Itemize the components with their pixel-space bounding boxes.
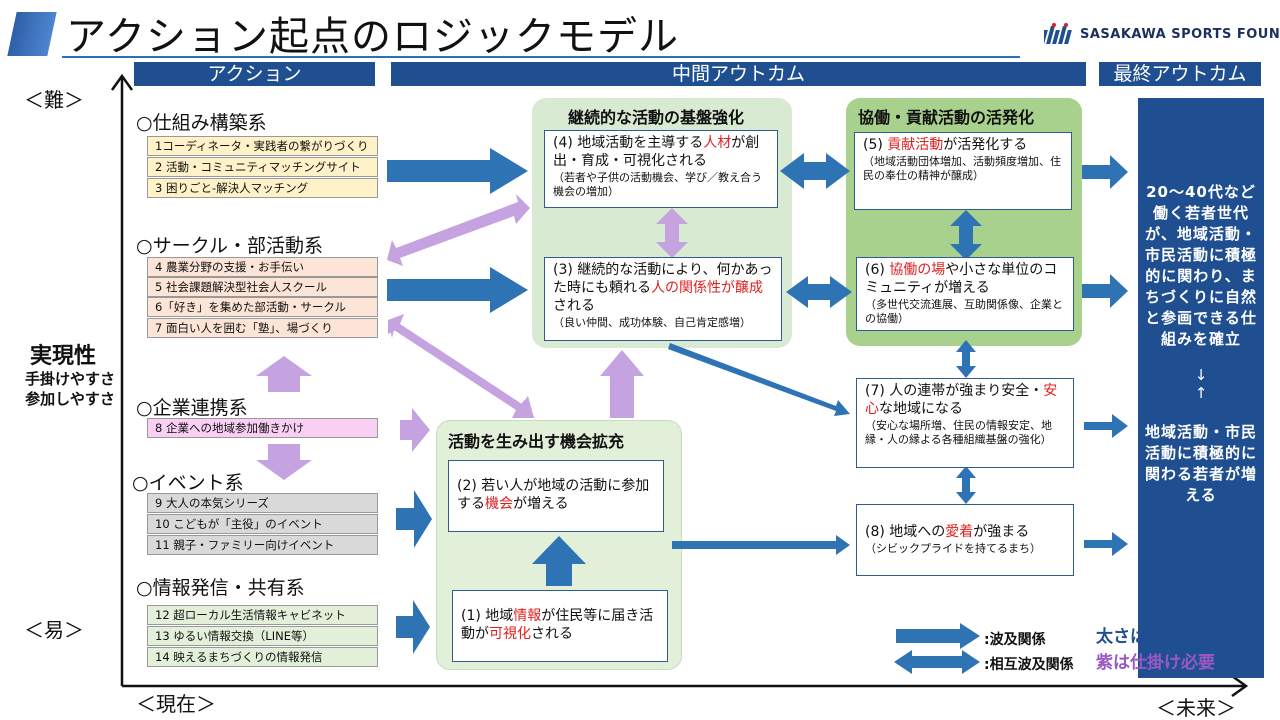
action-item-5: 5 社会課題解決型社会人スクール [147, 277, 378, 297]
arrow-b3-to-b7 [668, 343, 850, 416]
arrow-cat4-to-b2 [396, 490, 432, 548]
arrow-purple-cat-b3-mutual [388, 320, 534, 418]
axis-label-feasibility: 実現性 [30, 344, 97, 369]
legend-arrow-mutual [894, 650, 980, 674]
axis-label-feasibility-sub1: 手掛けやすさ [24, 370, 115, 388]
group-title-collaboration: 協働・貢献活動の活発化 [858, 108, 1035, 127]
action-item-6: 6「好き」を集めた部活動・サークル [147, 297, 378, 317]
y-axis-arrowhead [110, 73, 134, 91]
arrow-b5-b6-mutual [950, 210, 982, 260]
x-axis-arrowhead [1231, 674, 1249, 698]
arrow-b4-b5-mutual [780, 153, 850, 189]
final-outcome-goal: 20～40代など働く若者世代が、地域活動・市民活動に積極的に関わり、まちづくりに… [1144, 183, 1257, 348]
page-title: アクション起点のロジックモデル [66, 14, 679, 60]
category-heading-corporate: ○企業連携系 [136, 397, 248, 419]
action-item-10: 10 こどもが「主役」のイベント [147, 514, 378, 534]
action-item-9: 9 大人の本気シリーズ [147, 493, 378, 513]
legend-arrow-ripple [896, 623, 980, 649]
category-heading-event: ○イベント系 [132, 472, 244, 494]
final-outcome-arrows: ↓ ↑ [1194, 366, 1232, 402]
group-title-opportunity: 活動を生み出す機会拡充 [448, 432, 625, 451]
arrow-cat5-to-b1 [396, 600, 430, 654]
action-item-4: 4 農業分野の支援・お手伝い [147, 257, 378, 277]
arrow-b7-to-final [1084, 414, 1128, 438]
action-item-1: 1コーディネータ・実践者の繋がりづくり [147, 136, 378, 156]
action-item-8: 8 企業への地域参加働きかけ [147, 418, 378, 438]
arrow-purple-b4-cat2-mutual [387, 194, 530, 266]
action-item-14: 14 映えるまちづくりの情報発信 [147, 647, 378, 667]
arrow-b5-to-final [1082, 155, 1128, 189]
legend-note-purple: 紫は仕掛け必要 [1096, 653, 1215, 673]
action-item-11: 11 親子・ファミリー向けイベント [147, 535, 378, 555]
legend-label-mutual: :相互波及関係 [984, 657, 1074, 673]
arrow-b8-to-final [1084, 532, 1128, 556]
arrow-cat2-to-b3 [387, 267, 528, 313]
action-item-2: 2 活動・コミュニティマッチングサイト [147, 157, 378, 177]
legend-note-thickness: 太さは強弱を表す [1096, 627, 1232, 647]
arrow-purple-b4-b3-mutual [656, 208, 688, 258]
category-heading-circle: ○サークル・部活動系 [136, 235, 324, 257]
legend-label-ripple: :波及関係 [984, 632, 1046, 648]
outcome-box-4: (4) 地域活動を主導する人材が創出・育成・可視化される （若者や子供の活動機会… [544, 130, 778, 208]
final-outcome-box: 20～40代など働く若者世代が、地域活動・市民活動に積極的に関わり、まちづくりに… [1138, 98, 1264, 678]
action-item-7: 7 面白い人を囲む「塾」、場づくり [147, 318, 378, 338]
axis-label-easy: ＜易＞ [24, 618, 84, 642]
arrow-purple-cat3-to-cat4 [256, 444, 312, 480]
outcome-box-2: (2) 若い人が地域の活動に参加する機会が増える [448, 460, 664, 532]
action-item-3: 3 困りごと-解決人マッチング [147, 178, 378, 198]
outcome-box-7: (7) 人の連帯が強まり安全・安心な地域になる （安心な場所増、住民の情報安定、… [856, 378, 1074, 468]
arrow-b7-b8-mutual [956, 466, 976, 504]
arrow-purple-b2-b3 [600, 350, 644, 418]
axis-label-future: ＜未来＞ [1156, 696, 1236, 720]
outcome-box-3: (3) 継続的な活動により、何かあった時にも頼れる人の関係性が醸成される （良い… [544, 257, 782, 341]
column-header-intermediate: 中間アウトカム [391, 62, 1086, 86]
arrow-purple-cat3-to-b2 [400, 408, 430, 452]
arrow-b2-to-b8 [672, 535, 850, 555]
action-item-12: 12 超ローカル生活情報キャビネット [147, 605, 378, 625]
group-title-continuous: 継続的な活動の基盤強化 [568, 108, 745, 127]
foundation-logo-text: SASAKAWA SPORTS FOUNDATION [1080, 27, 1280, 42]
arrow-b3-b6-mutual [786, 276, 852, 308]
final-outcome-result: 地域活動・市民活動に積極的に関わる若者が増える [1144, 423, 1257, 504]
category-heading-info: ○情報発信・共有系 [136, 577, 305, 599]
arrow-cat1-to-b4 [387, 148, 528, 194]
arrow-purple-cat3-to-cat2 [256, 356, 312, 392]
action-item-13: 13 ゆるい情報交換（LINE等） [147, 626, 378, 646]
column-header-final: 最終アウトカム [1099, 62, 1261, 86]
arrow-b1-to-b2 [532, 536, 586, 586]
axis-label-difficult: ＜難＞ [24, 88, 84, 112]
arrow-b6-to-final [1082, 274, 1128, 308]
category-heading-mechanism: ○仕組み構築系 [136, 112, 267, 134]
outcome-box-5: (5) 貢献活動が活発化する （地域活動団体増加、活動頻度増加、住民の奉仕の精神… [854, 132, 1072, 210]
outcome-box-1: (1) 地域情報が住民等に届き活動が可視化される [452, 590, 668, 662]
column-header-action: アクション [134, 62, 375, 86]
title-underline [62, 56, 1020, 58]
arrow-b6-b7-mutual [956, 340, 976, 378]
foundation-logo-icon [1044, 23, 1072, 44]
axis-label-feasibility-sub2: 参加しやすさ [25, 390, 115, 408]
axis-label-present: ＜現在＞ [136, 692, 216, 716]
outcome-box-8: (8) 地域への愛着が強まる （シビックプライドを持てるまち） [856, 504, 1074, 576]
outcome-box-6: (6) 協働の場や小さな単位のコミュニティが増える （多世代交流進展、互助関係像… [856, 257, 1074, 331]
